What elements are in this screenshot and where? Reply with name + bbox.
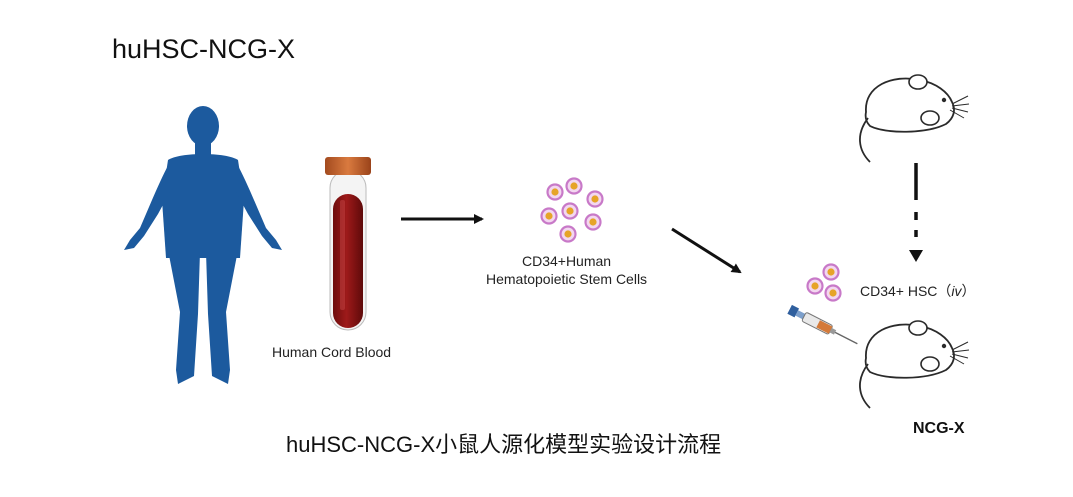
stem-cells-label-line2: Hematopoietic Stem Cells (486, 271, 648, 287)
stem-cell-icon (540, 207, 558, 225)
stem-cell-icon (561, 202, 579, 220)
injection-label-prefix: CD34+ HSC（ (860, 283, 952, 299)
stem-cell-icon (565, 177, 583, 195)
blood-tube-icon (325, 157, 371, 331)
stem-cell-icon (586, 190, 604, 208)
mouse-icon (859, 320, 970, 409)
stem-cell-icon (824, 284, 842, 302)
injection-route: iv (951, 283, 962, 299)
stem-cells-label-line1: CD34+Human (521, 253, 612, 269)
page-title: huHSC-NCG-X (112, 34, 296, 64)
mouse-model-label: NCG-X (913, 420, 965, 437)
stem-cells-label: CD34+Human Hematopoietic Stem Cells (486, 252, 647, 288)
stem-cell-icon (546, 183, 564, 201)
human-silhouette-icon (124, 106, 282, 384)
stem-cell-icon (806, 277, 824, 295)
arrow-head-icon (909, 250, 923, 262)
syringe-icon (787, 304, 858, 345)
figure-caption: huHSC-NCG-X小鼠人源化模型实验设计流程 (286, 432, 722, 457)
stem-cell-icon (822, 263, 840, 281)
arrow-icon (671, 227, 742, 274)
stem-cell-icon (559, 225, 577, 243)
mouse-icon (859, 74, 970, 163)
cord-blood-label: Human Cord Blood (272, 344, 392, 360)
stem-cell-cluster (540, 177, 604, 243)
stem-cell-icon (584, 213, 602, 231)
injection-label-suffix: ） (961, 283, 976, 299)
injection-cell-cluster (806, 263, 842, 302)
injection-label: CD34+ HSC（iv） (860, 281, 976, 301)
